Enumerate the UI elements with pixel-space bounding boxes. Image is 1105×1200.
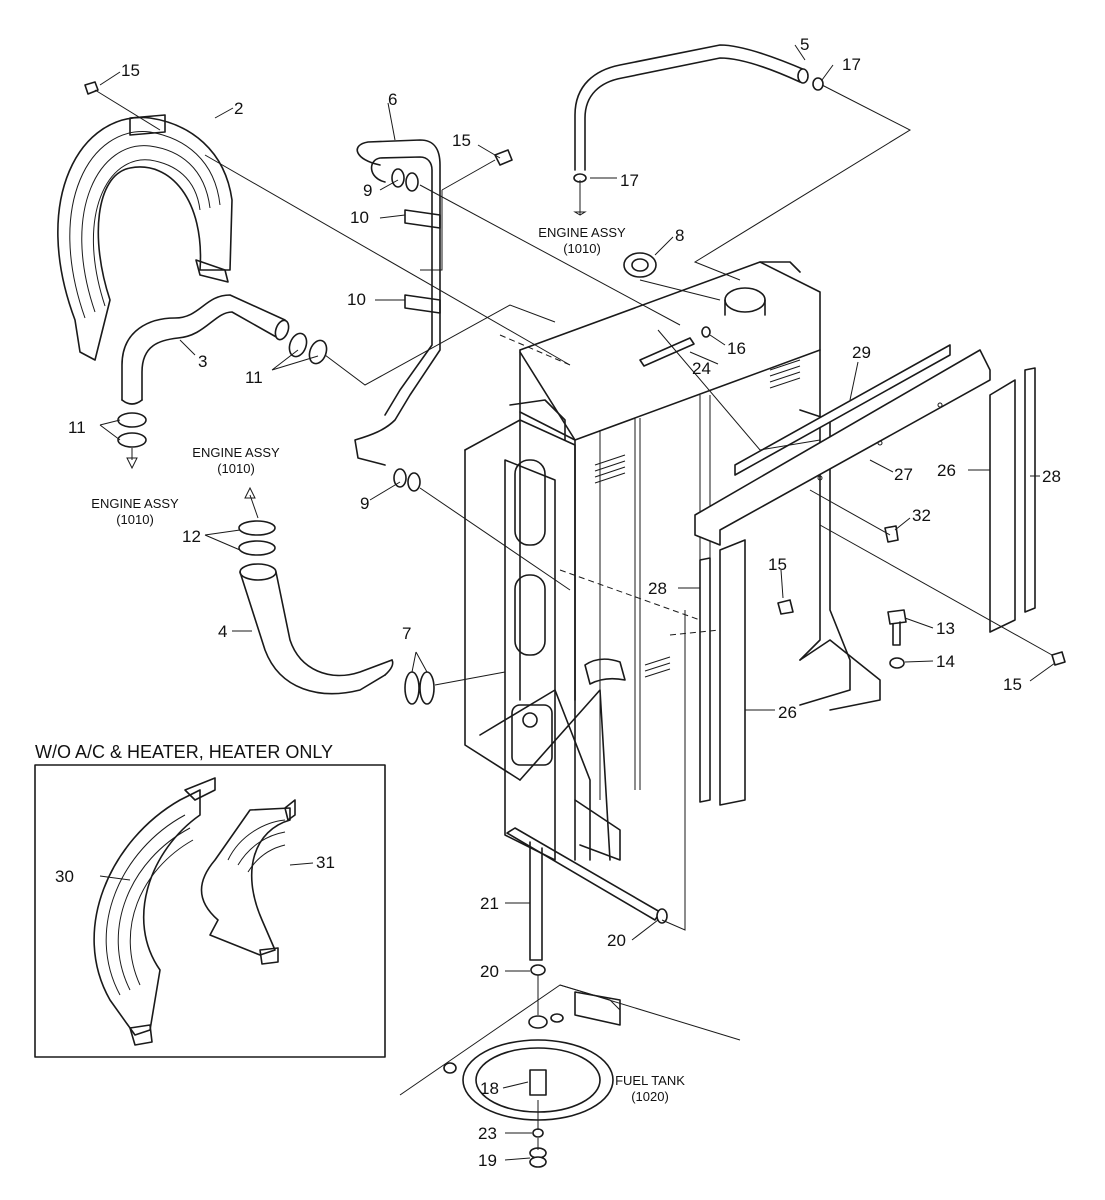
hose-clamps-11 <box>117 332 328 448</box>
fan-shroud-2 <box>57 114 233 361</box>
o-rings-9 <box>391 168 421 492</box>
callout-23: 23 <box>478 1124 497 1143</box>
inset-frame <box>34 764 386 1058</box>
callout-15: 15 <box>1003 675 1022 694</box>
callout-29: 29 <box>852 343 871 362</box>
callout-4: 4 <box>218 622 227 641</box>
callout-24: 24 <box>692 359 711 378</box>
callout-27: 27 <box>894 465 913 484</box>
callout-10: 10 <box>350 208 369 227</box>
lower-hose-4 <box>239 563 394 695</box>
ref-engine-assy-top-line2: (1010) <box>563 241 601 256</box>
parts-16-24 <box>639 326 711 367</box>
ref-engine-assy-top-line1: ENGINE ASSY <box>538 225 626 240</box>
callout-20: 20 <box>480 962 499 981</box>
callout-5: 5 <box>800 35 809 54</box>
shroud-30 <box>93 777 216 1046</box>
leader-lines <box>94 44 1056 1161</box>
callout-16: 16 <box>727 339 746 358</box>
ref-engine-assy-mid-line2: (1010) <box>217 461 255 476</box>
callout-9: 9 <box>363 181 372 200</box>
callout-13: 13 <box>936 619 955 638</box>
hose-clamps-7 <box>404 671 435 705</box>
ref-engine-assy-left-line2: (1010) <box>116 512 154 527</box>
upper-hose-3 <box>121 294 290 405</box>
callout-7: 7 <box>402 624 411 643</box>
pipe-6 <box>354 139 441 466</box>
pipe-5 <box>573 44 824 183</box>
callout-labels: 15 2 3 11 11 6 15 9 10 10 9 12 4 7 5 17 … <box>55 35 1061 1170</box>
callout-11: 11 <box>245 368 263 387</box>
callout-10: 10 <box>347 290 366 309</box>
callout-15: 15 <box>121 61 140 80</box>
callout-3: 3 <box>198 352 207 371</box>
callout-28: 28 <box>1042 467 1061 486</box>
callout-15: 15 <box>768 555 787 574</box>
shroud-31 <box>200 799 296 965</box>
callout-30: 30 <box>55 867 74 886</box>
callout-6: 6 <box>388 90 397 109</box>
callout-12: 12 <box>182 527 201 546</box>
inset-box: W/O A/C & HEATER, HEATER ONLY <box>34 742 386 1058</box>
plate-26-front <box>719 539 746 806</box>
plate-26-right <box>989 379 1016 633</box>
inset-title: W/O A/C & HEATER, HEATER ONLY <box>35 742 333 762</box>
ref-engine-assy-mid-line1: ENGINE ASSY <box>192 445 280 460</box>
callout-8: 8 <box>675 226 684 245</box>
fuel-pipe-21 <box>506 827 668 976</box>
callout-32: 32 <box>912 506 931 525</box>
callout-11: 11 <box>68 418 86 437</box>
hose-clamps-12 <box>238 520 276 556</box>
callout-26: 26 <box>778 703 797 722</box>
callout-9: 9 <box>360 494 369 513</box>
callout-19: 19 <box>478 1151 497 1170</box>
callout-21: 21 <box>480 894 499 913</box>
fuel-tank <box>399 984 741 1168</box>
cap-8 <box>623 252 657 278</box>
callout-17: 17 <box>842 55 861 74</box>
callout-31: 31 <box>316 853 335 872</box>
frame-slot-lower <box>514 574 546 656</box>
reference-labels: ENGINE ASSY (1010) ENGINE ASSY (1010) EN… <box>91 225 685 1104</box>
callout-17: 17 <box>620 171 639 190</box>
callout-18: 18 <box>480 1079 499 1098</box>
frame-slot-upper <box>514 459 546 546</box>
plate-27 <box>694 349 991 546</box>
ref-fuel-tank-line1: FUEL TANK <box>615 1073 685 1088</box>
core-mesh <box>594 359 801 678</box>
callout-2: 2 <box>234 99 243 118</box>
callout-15: 15 <box>452 131 471 150</box>
callout-20: 20 <box>607 931 626 950</box>
callout-14: 14 <box>936 652 955 671</box>
seal-strip-28-right <box>1024 367 1036 613</box>
seal-strip-29 <box>734 344 951 476</box>
callout-28: 28 <box>648 579 667 598</box>
fasteners <box>84 81 1066 669</box>
ref-engine-assy-left-line1: ENGINE ASSY <box>91 496 179 511</box>
callout-26: 26 <box>937 461 956 480</box>
seal-strip-28-left <box>699 557 711 803</box>
ref-fuel-tank-line2: (1020) <box>631 1089 669 1104</box>
